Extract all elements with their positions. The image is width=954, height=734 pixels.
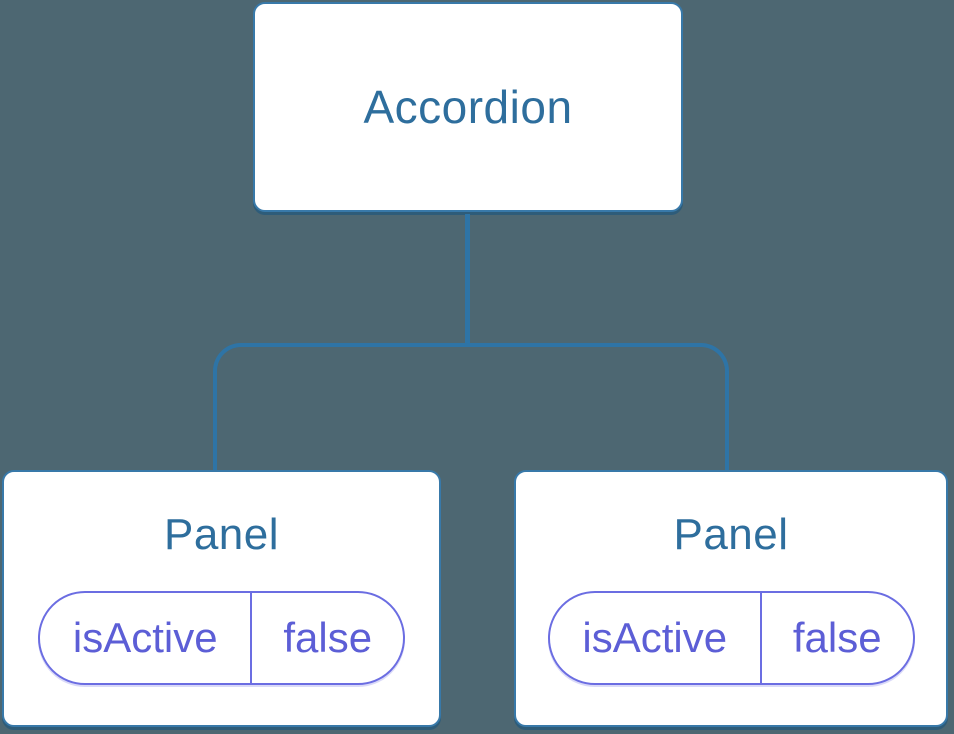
connector-stem xyxy=(465,214,470,347)
connector-bracket xyxy=(213,343,729,470)
node-panel-2-label: Panel xyxy=(673,510,789,559)
prop-pill-panel-2: isActive false xyxy=(547,590,915,685)
prop-value: false xyxy=(283,613,373,661)
prop-name: isActive xyxy=(40,592,253,683)
node-panel-2: Panel isActive false xyxy=(514,470,948,727)
node-accordion: Accordion xyxy=(253,2,683,212)
node-panel-1-label: Panel xyxy=(163,510,280,559)
prop-value: false xyxy=(792,613,882,661)
node-accordion-label: Accordion xyxy=(363,80,573,133)
node-panel-1: Panel isActive false xyxy=(2,470,441,727)
prop-pill-panel-1: isActive false xyxy=(38,590,405,685)
prop-name: isActive xyxy=(550,592,762,683)
